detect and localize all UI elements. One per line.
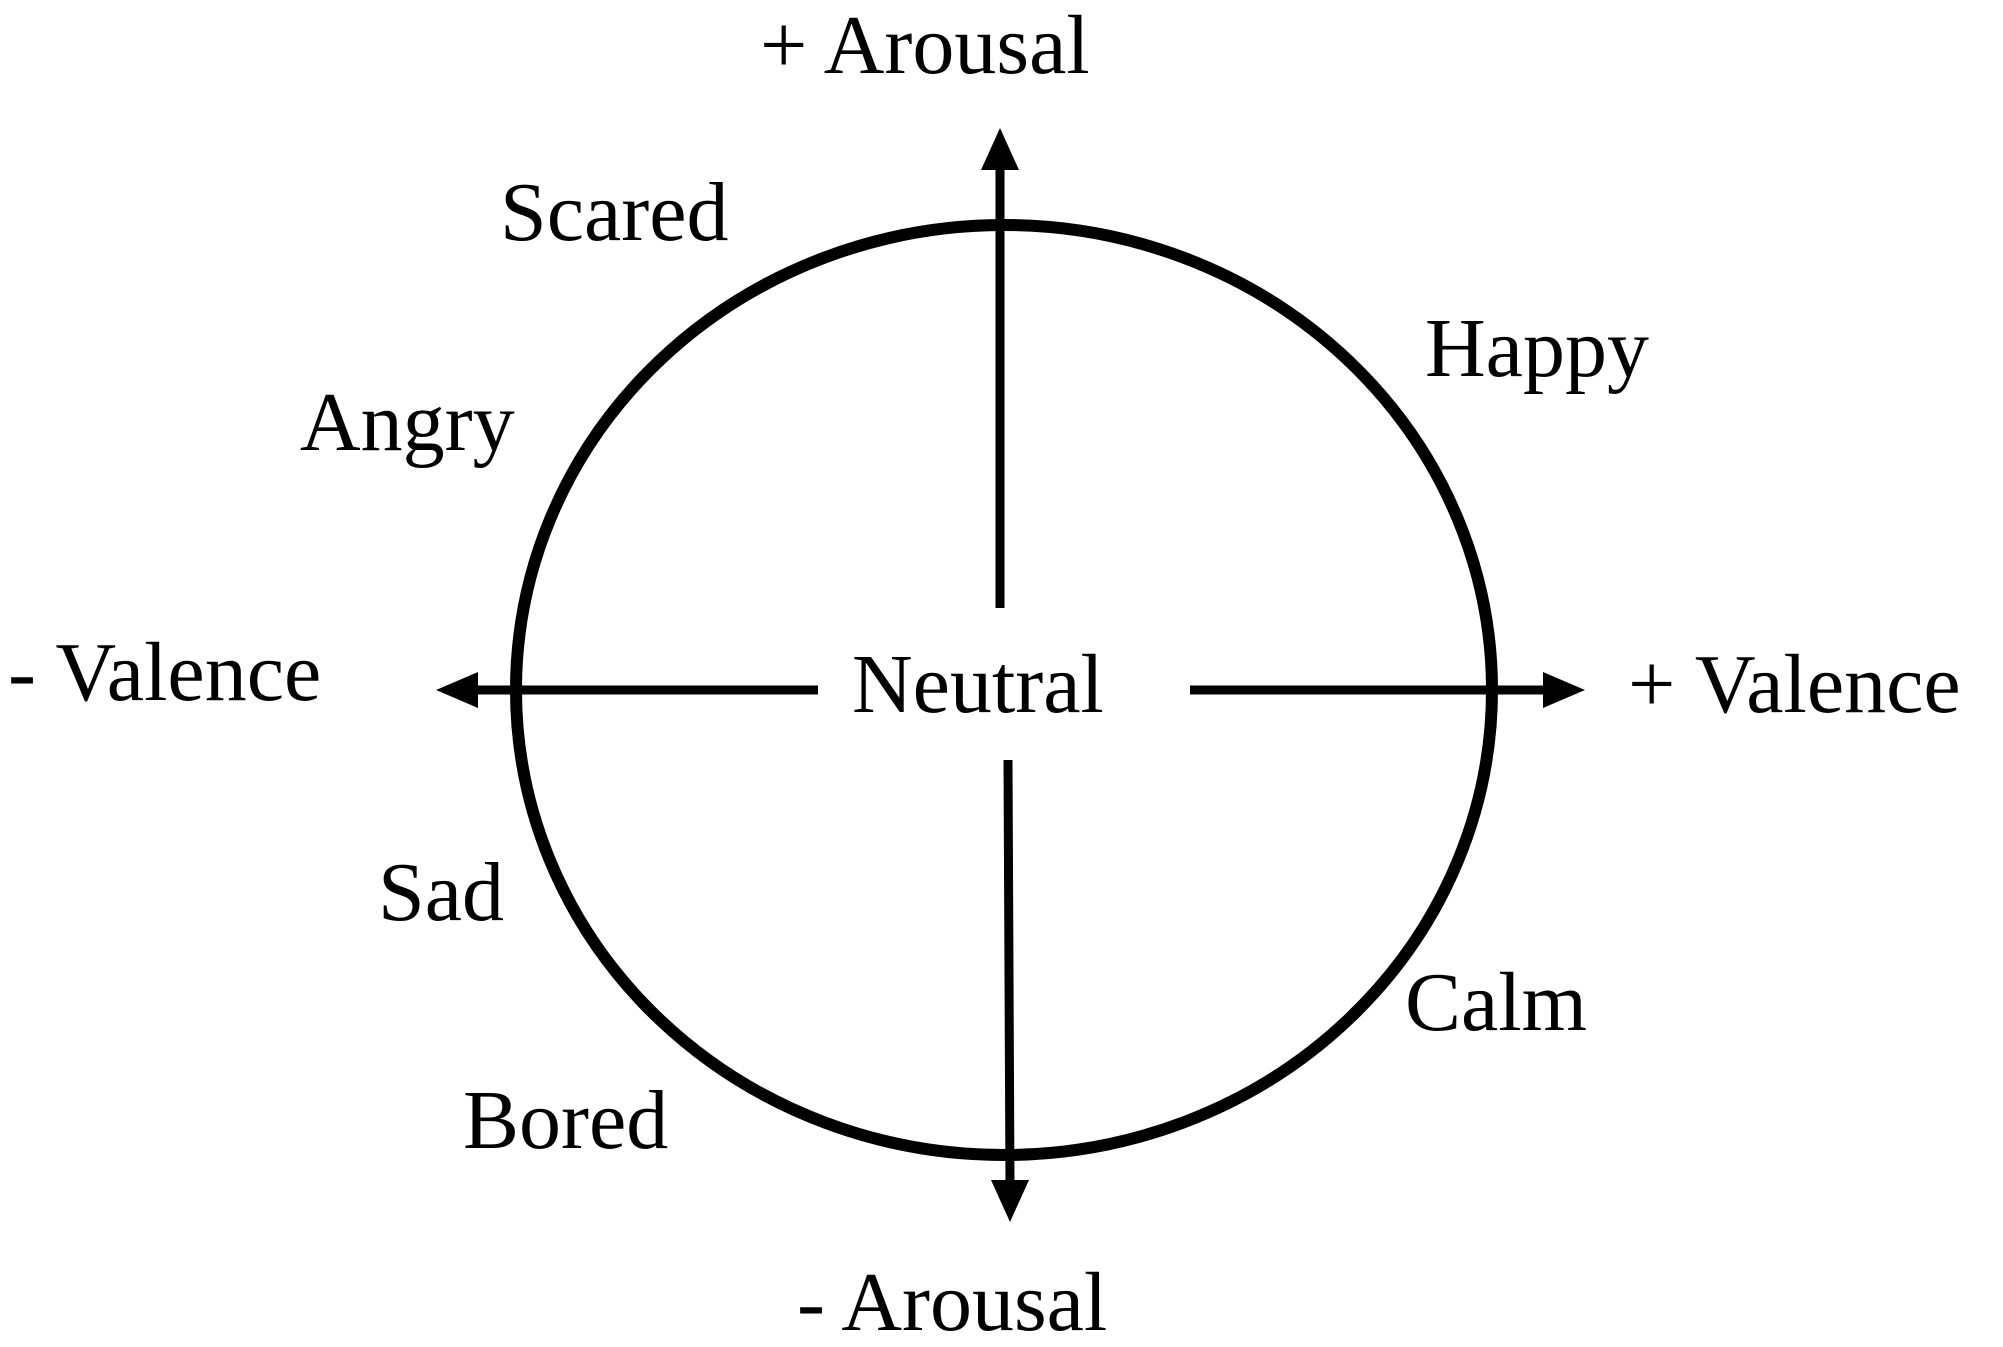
arousal-up-arrowhead <box>981 128 1019 170</box>
emotion-label-scared: Scared <box>500 166 729 259</box>
emotion-label-calm: Calm <box>1405 956 1587 1049</box>
valence-right-arrowhead <box>1543 672 1585 708</box>
emotion-label-happy: Happy <box>1425 302 1649 395</box>
valence-negative-label: - Valence <box>8 626 321 719</box>
arousal-axis-lower-line <box>1003 759 1015 1191</box>
arousal-positive-label: + Arousal <box>760 0 1090 92</box>
emotion-label-bored: Bored <box>463 1074 668 1167</box>
emotion-label-sad: Sad <box>378 846 504 939</box>
valence-left-arrowhead <box>436 672 478 708</box>
neutral-label: Neutral <box>852 638 1104 731</box>
arousal-negative-label: - Arousal <box>797 1256 1107 1347</box>
arousal-down-arrowhead <box>991 1180 1029 1222</box>
valence-positive-label: + Valence <box>1628 638 1961 731</box>
emotion-label-angry: Angry <box>300 376 515 469</box>
